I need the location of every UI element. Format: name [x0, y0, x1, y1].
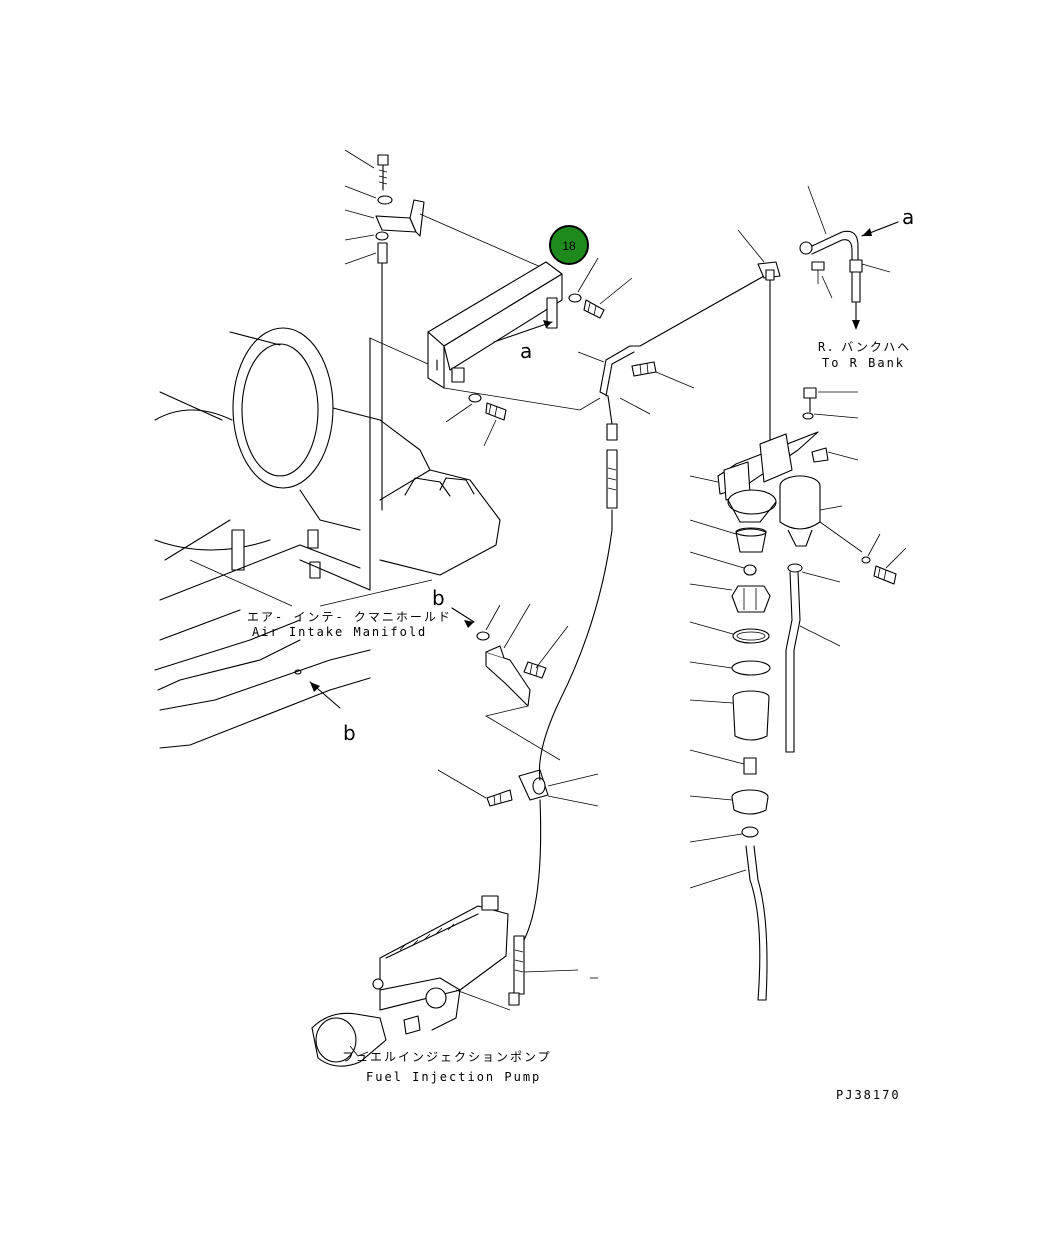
- fuel-line: [508, 275, 765, 1006]
- fuel-injection-pump: [311, 895, 511, 1067]
- air-intake-label-en: Air Intake Manifold: [252, 625, 427, 639]
- drawing-code: PJ38170: [836, 1088, 901, 1102]
- filter-head-assembly: [689, 229, 907, 585]
- ref-letter-a-left: a: [520, 339, 532, 363]
- top-bracket-assembly: [344, 149, 553, 511]
- engine-outline: b: [154, 327, 501, 749]
- ref-letter-b-bottom: b: [343, 721, 356, 745]
- filter-exploded-parts: [689, 519, 841, 1001]
- hose-clamp: [437, 769, 599, 807]
- fuel-pump-label-jp: フュエルインジェクションポンプ: [342, 1050, 552, 1064]
- air-intake-label-jp: エア- インテ- クマニホールド: [247, 610, 452, 624]
- r-bank-label-jp: R．バンクハヘ: [818, 340, 911, 354]
- fuel-pump-label-en: Fuel Injection Pump: [366, 1070, 541, 1084]
- lower-bracket: b: [432, 586, 569, 761]
- main-bracket: a: [369, 257, 633, 447]
- badge-circle: [549, 225, 589, 265]
- r-bank-label-en: To R Bank: [822, 356, 905, 370]
- r-bank-pipe: a: [799, 185, 914, 330]
- ref-letter-a-right: a: [902, 205, 914, 229]
- badge-number: 18: [562, 239, 576, 253]
- highlight-badge: 18: [549, 225, 589, 265]
- ref-letter-b-mid: b: [432, 586, 445, 610]
